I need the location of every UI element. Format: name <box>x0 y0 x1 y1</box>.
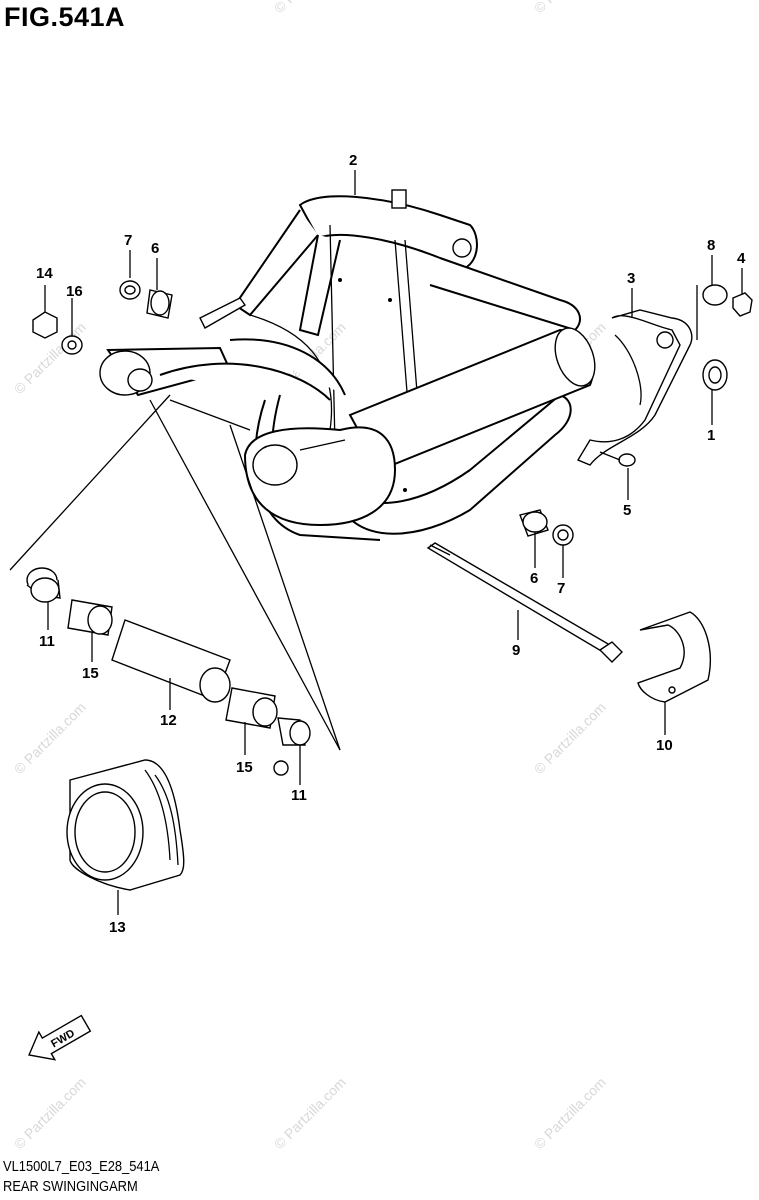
part-label-6: 6 <box>530 570 538 587</box>
part-label-3: 3 <box>627 270 635 287</box>
swingarm-frame <box>99 189 596 541</box>
part-label-6: 6 <box>151 240 159 257</box>
watermark: © Partzilla.com <box>271 1074 349 1152</box>
right-bearing-set <box>519 509 574 546</box>
left-nut-set <box>32 311 83 355</box>
pivot-bushing-group <box>9 394 341 776</box>
part-label-4: 4 <box>737 250 746 267</box>
leader-lines <box>44 170 743 915</box>
part-number-labels: 2 7 6 14 16 3 8 4 1 5 6 7 9 10 11 15 12 … <box>36 152 746 936</box>
part-label-15: 15 <box>82 665 99 682</box>
watermark: © Partzilla.com <box>11 1074 89 1152</box>
pivot-bolt <box>732 292 753 317</box>
part-label-2: 2 <box>349 152 357 169</box>
watermark: © Partzilla.com <box>531 1074 609 1152</box>
diagram-code: VL1500L7_E03_E28_541A <box>3 1158 160 1175</box>
watermark-layer: © Partzilla.com © Partzilla.com © Partzi… <box>11 0 609 1152</box>
pivot-cover <box>637 611 711 703</box>
part-label-9: 9 <box>512 642 520 659</box>
part-label-7: 7 <box>557 580 565 597</box>
part-label-11: 11 <box>39 633 55 650</box>
part-label-11: 11 <box>291 787 307 804</box>
nut <box>32 311 58 339</box>
adjuster-bolt-cap <box>702 284 728 306</box>
part-label-16: 16 <box>66 283 83 300</box>
part-label-14: 14 <box>36 265 53 282</box>
small-bolt <box>599 451 636 467</box>
part-label-5: 5 <box>623 502 631 519</box>
section-name: REAR SWINGINGARM <box>3 1178 138 1195</box>
left-bearing-set <box>119 280 173 319</box>
watermark: © Partzilla.com <box>271 0 349 16</box>
part-label-10: 10 <box>656 737 673 754</box>
figure-title: FIG.541A <box>4 2 126 32</box>
part-label-13: 13 <box>109 919 126 936</box>
right-pivot-hardware <box>696 284 753 391</box>
watermark: © Partzilla.com <box>11 699 89 777</box>
forward-direction-arrow: FWD <box>28 1014 92 1061</box>
rubber-boot <box>66 759 185 891</box>
caliper-bracket <box>576 309 693 466</box>
part-label-8: 8 <box>707 237 715 254</box>
part-label-12: 12 <box>160 712 177 729</box>
part-label-7: 7 <box>124 232 132 249</box>
pivot-shaft <box>426 542 623 663</box>
watermark: © Partzilla.com <box>531 0 609 16</box>
part-label-15: 15 <box>236 759 253 776</box>
part-label-1: 1 <box>707 427 715 444</box>
watermark: © Partzilla.com <box>531 699 609 777</box>
